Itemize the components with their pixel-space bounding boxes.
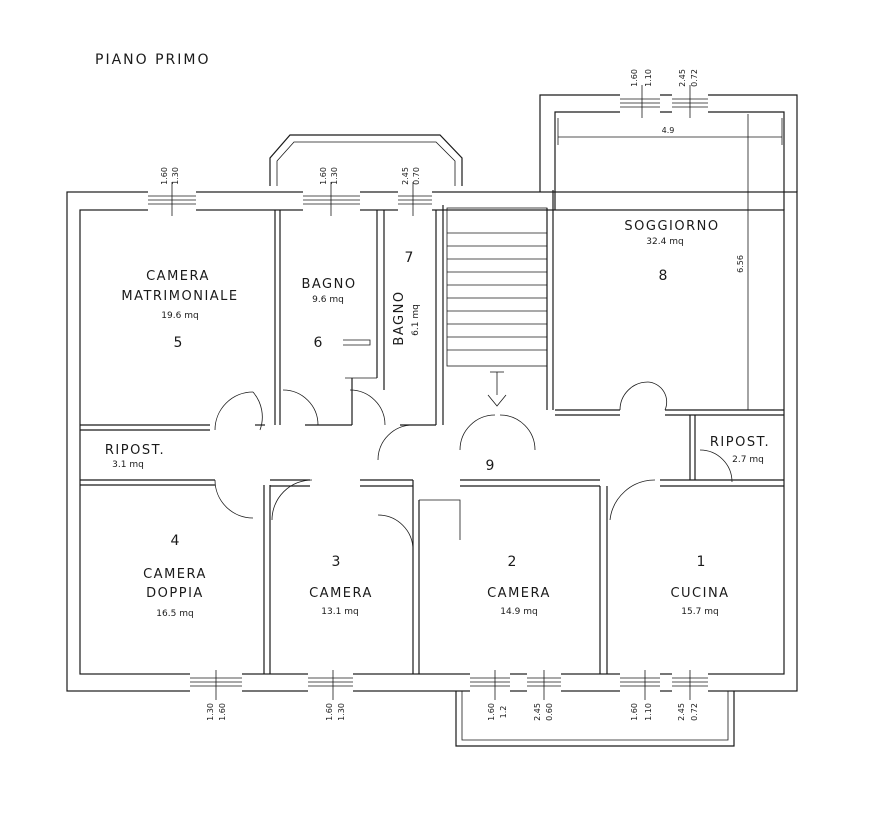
window-dim: 2.45: [678, 69, 687, 87]
room-name: DOPPIA: [146, 586, 204, 601]
room-ripost-right: RIPOST. 2.7 mq: [710, 435, 770, 465]
room-number: 7: [405, 250, 414, 266]
room-number: 2: [508, 554, 517, 570]
room-name: BAGNO: [301, 277, 356, 292]
room-number: 3: [332, 554, 341, 570]
room-number: 8: [659, 268, 668, 284]
room-name: CAMERA: [309, 586, 373, 601]
window-top-soggiorno-right: 2.45 0.72: [672, 69, 708, 118]
room-bagno-6: BAGNO 9.6 mq 6: [301, 277, 356, 351]
room-disimpegno: 9: [486, 458, 495, 474]
window-dim: 1.60: [319, 167, 328, 185]
soggiorno-depth-label: 6.56: [736, 255, 745, 273]
room-cucina: 1 CUCINA 15.7 mq: [670, 554, 729, 617]
window-dim: 1.60: [160, 167, 169, 185]
window-bottom-cucina-right: 2.45 0.72: [672, 670, 708, 721]
room-area: 6.1 mq: [411, 304, 421, 336]
window-dim: 1.10: [644, 69, 653, 87]
window-bottom-camera2-right: 2.45 0.60: [527, 670, 561, 721]
top-bay-inner: [276, 141, 456, 186]
room-name: MATRIMONIALE: [121, 289, 238, 304]
window-dim: 1.60: [487, 703, 496, 721]
window-dim: 1.30: [330, 167, 339, 185]
window-dim: 1.60: [630, 69, 639, 87]
window-dim: 1.60: [325, 703, 334, 721]
window-dim: 2.45: [533, 703, 542, 721]
room-soggiorno: SOGGIORNO 32.4 mq 8: [624, 219, 719, 284]
window-dim: 2.45: [401, 167, 410, 185]
window-bottom-camera3: 1.60 1.30: [308, 670, 353, 721]
window-bottom-cucina-left: 1.60 1.10: [620, 670, 660, 721]
top-bay-projection: [269, 134, 463, 186]
stair-arrow: [487, 371, 507, 407]
bottom-balcony: [455, 691, 735, 747]
room-name: CAMERA: [143, 567, 207, 582]
room-ripost-left: RIPOST. 3.1 mq: [105, 443, 165, 470]
window-dim: 1.2: [499, 706, 508, 719]
room-area: 14.9 mq: [500, 607, 537, 617]
window-dim: 1.30: [337, 703, 346, 721]
window-dim: 1.30: [171, 167, 180, 185]
room-camera-3: 3 CAMERA 13.1 mq: [309, 554, 373, 617]
window-dim: 0.70: [412, 167, 421, 185]
room-area: 9.6 mq: [312, 295, 344, 305]
room-name: RIPOST.: [710, 435, 770, 450]
room-area: 3.1 mq: [112, 460, 144, 470]
room-number: 4: [171, 533, 180, 549]
room-area: 32.4 mq: [646, 237, 683, 247]
soggiorno-width-label: 4.9: [662, 126, 675, 135]
window-dim: 1.10: [644, 703, 653, 721]
room-name: BAGNO: [392, 290, 407, 345]
window-dim: 1.60: [630, 703, 639, 721]
windows: 1.60 1.30 1.60 1.30 2.45 0.70: [148, 69, 708, 721]
window-dim: 2.45: [677, 703, 686, 721]
bottom-balcony-inner: [461, 691, 729, 741]
room-area: 13.1 mq: [321, 607, 358, 617]
room-number: 1: [697, 554, 706, 570]
room-area: 19.6 mq: [161, 311, 198, 321]
window-dim: 1.60: [218, 703, 227, 721]
room-bagno-7: 7 BAGNO 6.1 mq: [392, 250, 421, 346]
room-camera-2: 2 CAMERA 14.9 mq: [487, 554, 551, 617]
window-dim: 0.72: [690, 703, 699, 721]
room-name: CAMERA: [146, 269, 210, 284]
window-dim: 1.30: [206, 703, 215, 721]
window-bottom-doppia: 1.30 1.60: [190, 670, 242, 721]
window-top-bagno: 1.60 1.30: [303, 167, 360, 216]
room-number: 5: [174, 335, 183, 351]
window-top-left: 1.60 1.30: [148, 167, 196, 216]
window-bottom-camera2-left: 1.60 1.2: [470, 670, 510, 721]
room-number: 6: [314, 335, 323, 351]
room-area: 2.7 mq: [732, 455, 764, 465]
window-dim: 0.60: [545, 703, 554, 721]
soggiorno-outer-wall: [539, 94, 798, 192]
soggiorno-inner-wall: [554, 111, 785, 210]
room-matrimoniale: CAMERA MATRIMONIALE 19.6 mq 5: [121, 269, 238, 351]
soggiorno-dimensions: 4.9 6.56: [557, 114, 783, 410]
plan-title: PIANO PRIMO: [95, 52, 211, 68]
room-name: CUCINA: [670, 586, 729, 601]
room-name: RIPOST.: [105, 443, 165, 458]
window-top-bagno7: 2.45 0.70: [398, 167, 432, 216]
doors: [214, 381, 733, 551]
room-area: 16.5 mq: [156, 609, 193, 619]
room-name: CAMERA: [487, 586, 551, 601]
walls: [66, 94, 798, 747]
room-area: 15.7 mq: [681, 607, 718, 617]
room-name: SOGGIORNO: [624, 219, 719, 234]
room-camera-doppia: 4 CAMERA DOPPIA 16.5 mq: [143, 533, 207, 619]
window-dim: 0.72: [690, 69, 699, 87]
room-number: 9: [486, 458, 495, 474]
window-top-soggiorno-left: 1.60 1.10: [620, 69, 660, 118]
staircase: [447, 232, 547, 351]
